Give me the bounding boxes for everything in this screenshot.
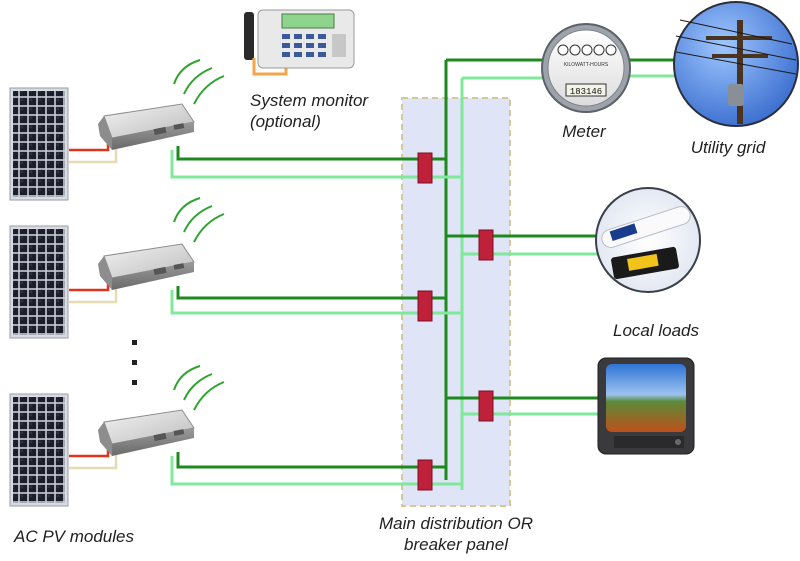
wireless-signal-icon	[173, 59, 225, 105]
utility-grid-label: Utility grid	[691, 138, 766, 157]
system-monitor-optional-label: (optional)	[250, 112, 321, 131]
solar-panel-icon	[9, 225, 69, 339]
more-modules-ellipsis	[132, 340, 137, 385]
system-monitor-device-icon	[244, 9, 355, 76]
solar-panel-icon	[9, 87, 69, 201]
inverter-feed-wires	[170, 146, 462, 486]
breaker-icon	[478, 229, 494, 261]
meter-brand-label: KILOWATT-HOURS	[564, 62, 609, 68]
breaker-panel-label-line2: breaker panel	[404, 535, 509, 554]
television-icon	[597, 357, 695, 455]
meter-label: Meter	[562, 122, 607, 141]
panel-bus-bars	[444, 60, 464, 490]
micro-inverter-icon	[97, 103, 195, 151]
breaker-panel-label-line1: Main distribution OR	[379, 514, 533, 533]
breakers	[417, 152, 494, 491]
meter-reading: 183146	[570, 87, 602, 97]
pv-row-1	[9, 59, 225, 201]
load-feed-wires	[446, 234, 598, 416]
wireless-signal-icon	[173, 365, 225, 411]
micro-inverter-icon	[97, 243, 195, 291]
ac-pv-modules-label: AC PV modules	[13, 527, 134, 546]
electric-meter-icon: KILOWATT-HOURS 183146	[541, 23, 631, 113]
system-monitor-label: System monitor	[250, 91, 369, 110]
local-loads-label: Local loads	[613, 321, 700, 340]
wireless-signal-icon	[173, 197, 225, 243]
breaker-icon	[417, 152, 433, 184]
pv-row-3	[9, 365, 225, 507]
breaker-icon	[478, 390, 494, 422]
pv-row-2	[9, 197, 225, 339]
utility-pole-icon	[673, 1, 799, 127]
micro-inverter-icon	[97, 409, 195, 457]
breaker-icon	[417, 290, 433, 322]
solar-panel-icon	[9, 393, 69, 507]
fluorescent-lamp-icon	[595, 187, 701, 293]
breaker-icon	[417, 459, 433, 491]
